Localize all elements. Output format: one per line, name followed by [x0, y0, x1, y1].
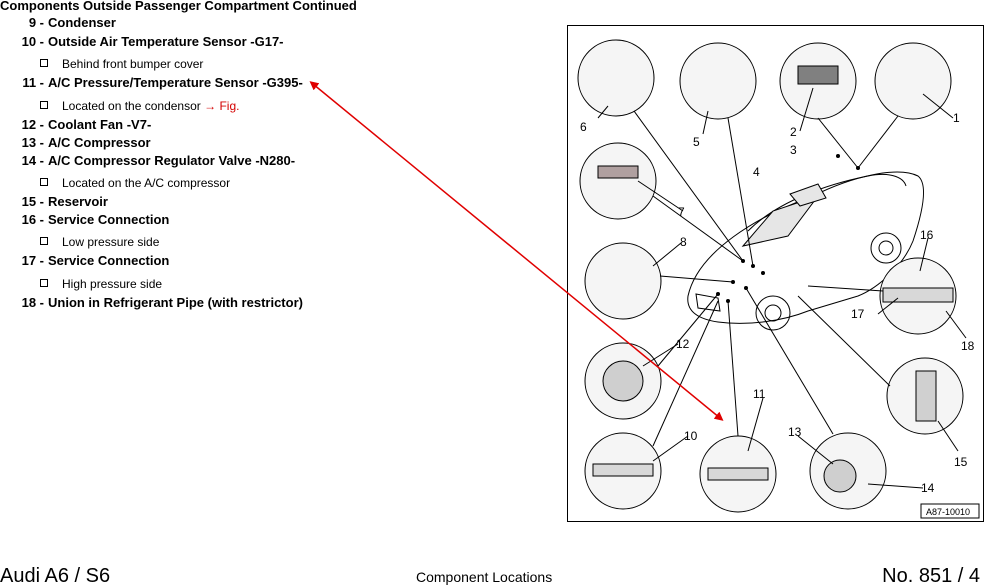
figure-id: A87-10010 — [926, 507, 970, 517]
footer-section: Component Locations — [416, 569, 553, 585]
rear-wheel — [870, 232, 902, 264]
item-label: A/C Compressor — [48, 135, 151, 150]
list-item: 12 - Coolant Fan -V7- — [0, 117, 152, 132]
item-number: 13 - — [21, 135, 44, 150]
front-wheel — [755, 295, 791, 331]
module-box-2 — [797, 65, 839, 85]
list-subitem: Located on the condensor → Fig. — [40, 99, 239, 113]
list-item: 15 - Reservoir — [0, 194, 108, 209]
item-number: 16 - — [21, 212, 44, 227]
callout-label: 16 — [920, 228, 934, 242]
item-number: 11 - — [22, 75, 44, 90]
figure-id-box — [920, 503, 980, 519]
detail-circle-6 — [577, 39, 655, 117]
component-list: 9 - Condenser 10 - Outside Air Temperature… — [0, 0, 560, 330]
bullet-icon — [40, 59, 48, 67]
subitem-text: Low pressure side — [62, 235, 160, 249]
bullet-icon — [40, 237, 48, 245]
item-label: Service Connection — [48, 212, 170, 227]
car-sunroof — [789, 183, 827, 207]
detail-circle-7 — [579, 142, 657, 220]
callout-label: 3 — [790, 143, 797, 157]
list-subitem: High pressure side — [40, 277, 162, 291]
callout-label: 8 — [680, 235, 687, 249]
front-wheel-hub — [764, 304, 782, 322]
callout-label: 1 — [953, 111, 960, 125]
item-label: A/C Pressure/Temperature Sensor -G395- — [48, 75, 303, 90]
item-label: Reservoir — [48, 194, 108, 209]
fan-12 — [602, 360, 644, 402]
item-label: Service Connection — [48, 253, 170, 268]
item-number: 14 - — [21, 153, 44, 168]
component-figure: 6 5 2 1 3 4 7 8 16 17 18 12 15 11 10 13 … — [567, 25, 984, 522]
item-number: 17 - — [21, 253, 44, 268]
list-item: 11 - A/C Pressure/Temperature Sensor -G39… — [0, 75, 303, 90]
list-item: 16 - Service Connection — [0, 212, 170, 227]
callout-label: 7 — [678, 205, 685, 219]
list-item: 13 - A/C Compressor — [0, 135, 151, 150]
item-number: 12 - — [21, 117, 44, 132]
list-item: 17 - Service Connection — [0, 253, 170, 268]
subitem-text: Located on the A/C compressor — [62, 176, 231, 190]
subitem-text: High pressure side — [62, 277, 163, 291]
list-item: 18 - Union in Refrigerant Pipe (with rest… — [0, 295, 303, 310]
list-item: 9 - Condenser — [0, 15, 116, 30]
section-heading: Components Outside Passenger Compartment… — [0, 0, 357, 13]
list-subitem: Behind front bumper cover — [40, 57, 203, 71]
list-subitem: Located on the A/C compressor — [40, 176, 230, 190]
reservoir-15 — [915, 370, 937, 422]
subitem-text: Located on the condensor — [62, 99, 205, 113]
item-number: 9 - — [28, 15, 44, 30]
footer-page-number: No. 851 / 4 — [882, 565, 980, 587]
footer-model: Audi A6 / S6 — [0, 565, 111, 587]
detail-circle-8 — [584, 242, 662, 320]
compressor-13 — [823, 459, 857, 493]
detail-circle-1 — [874, 42, 952, 120]
callout-label: 17 — [851, 307, 865, 321]
item-number: 18 - — [21, 295, 44, 310]
callout-label: 10 — [684, 429, 698, 443]
bullet-icon — [40, 279, 48, 287]
pipe-11 — [707, 467, 769, 481]
sensor-box-7 — [597, 165, 639, 179]
callout-label: 15 — [954, 455, 968, 469]
callout-label: 5 — [693, 135, 700, 149]
callout-label: 4 — [753, 165, 760, 179]
item-number: 15 - — [21, 194, 44, 209]
callout-label: 18 — [961, 339, 975, 353]
callout-label: 6 — [580, 120, 587, 134]
bullet-icon — [40, 101, 48, 109]
car-diagram: 6 5 2 1 3 4 7 8 16 17 18 12 15 11 10 13 … — [577, 39, 980, 519]
callout-label: 14 — [921, 481, 935, 495]
detail-circle-5 — [679, 42, 757, 120]
rear-wheel-hub — [878, 240, 894, 256]
callout-label: 12 — [676, 337, 690, 351]
pipe-10 — [592, 463, 654, 477]
list-item: 14 - A/C Compressor Regulator Valve -N280… — [0, 153, 295, 168]
item-number: 10 - — [21, 34, 44, 49]
item-label: A/C Compressor Regulator Valve -N280- — [48, 153, 296, 168]
list-subitem: Low pressure side — [40, 235, 159, 249]
list-item: 10 - Outside Air Temperature Sensor -G17- — [0, 34, 284, 49]
item-label: Condenser — [48, 15, 116, 30]
callout-label: 11 — [753, 387, 766, 401]
item-label: Union in Refrigerant Pipe (with restrict… — [48, 295, 303, 310]
item-label: Coolant Fan -V7- — [48, 117, 152, 132]
subitem-text: Behind front bumper cover — [62, 57, 204, 71]
item-label: Outside Air Temperature Sensor -G17- — [48, 34, 284, 49]
callout-label: 2 — [790, 125, 797, 139]
bullet-icon — [40, 178, 48, 186]
pipe-17 — [882, 287, 954, 303]
callout-label: 13 — [788, 425, 802, 439]
figure-link[interactable]: → Fig. — [204, 99, 240, 113]
